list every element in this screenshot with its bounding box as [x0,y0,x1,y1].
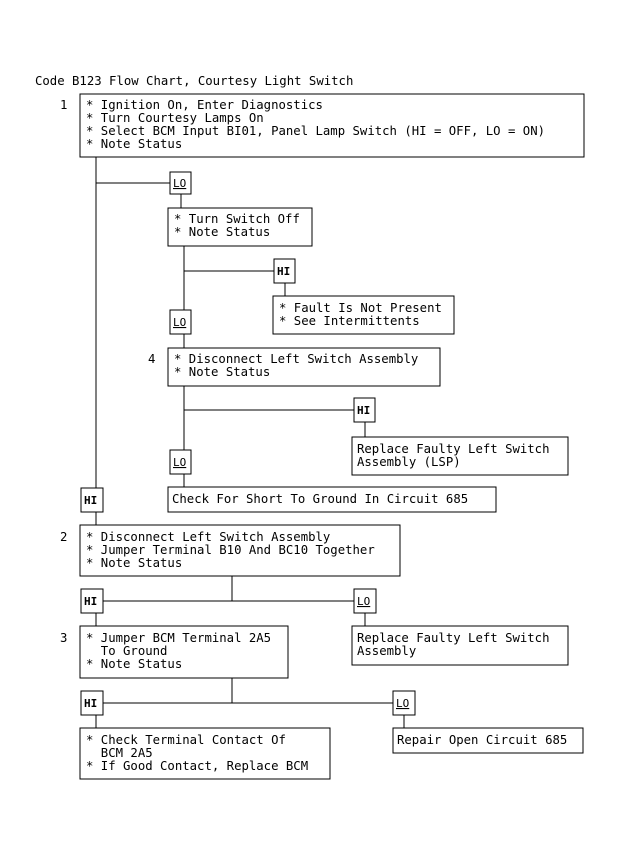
step-number-4: 4 [148,352,155,366]
replace-lsp-line-2: Assembly (LSP) [357,455,461,469]
step-number-2: 2 [60,530,67,544]
step-3-box: * Jumper BCM Terminal 2A5 To Ground * No… [79,625,289,679]
fault-line-1: * Fault Is Not Present [279,301,442,315]
step-3-line-1: * Jumper BCM Terminal 2A5 [86,631,271,645]
lo-text: LO [173,177,186,190]
check-contact-box: * Check Terminal Contact Of BCM 2A5 * If… [79,727,331,780]
step-4-line-2: * Note Status [174,365,270,379]
hi-text: HI [84,697,97,710]
step-1-line-2: * Turn Courtesy Lamps On [86,111,264,125]
chart-title: Code B123 Flow Chart, Courtesy Light Swi… [35,74,353,88]
replace-lsp-box: Replace Faulty Left Switch Assembly (LSP… [351,436,569,476]
replace-assembly-box: Replace Faulty Left Switch Assembly [351,625,569,666]
turn-off-line-1: * Turn Switch Off [174,212,300,226]
step-2-box: * Disconnect Left Switch Assembly * Jump… [79,524,401,577]
replace-assembly-line-2: Assembly [357,644,416,658]
step-3-line-2: To Ground [86,644,167,658]
repair-open-text: Repair Open Circuit 685 [397,733,567,747]
hi-label-step1: HI [80,487,104,513]
hi-label-step2: HI [80,588,104,614]
short-to-ground-box: Check For Short To Ground In Circuit 685 [167,486,497,513]
step-1-box: * Ignition On, Enter Diagnostics * Turn … [79,93,585,158]
replace-assembly-line-1: Replace Faulty Left Switch [357,631,550,645]
turn-off-line-2: * Note Status [174,225,270,239]
hi-label-turn-off: HI [273,258,296,284]
turn-switch-off-box: * Turn Switch Off * Note Status [167,207,313,247]
hi-label-step4: HI [353,397,376,423]
hi-text: HI [277,265,290,278]
hi-text: HI [84,595,97,608]
lo-label-step4: LO [169,449,192,475]
hi-label-step3: HI [80,690,104,716]
step-2-line-2: * Jumper Terminal B10 And BC10 Together [86,543,375,557]
check-contact-line-1: * Check Terminal Contact Of [86,733,286,747]
lo-text: LO [173,316,186,329]
check-contact-line-3: * If Good Contact, Replace BCM [86,759,308,773]
repair-open-box: Repair Open Circuit 685 [392,727,584,754]
fault-not-present-box: * Fault Is Not Present * See Intermitten… [272,295,455,335]
connector-lines [95,157,405,728]
step-4-line-1: * Disconnect Left Switch Assembly [174,352,418,366]
lo-label-step3: LO [392,690,416,716]
fault-line-2: * See Intermittents [279,314,420,328]
step-2-line-3: * Note Status [86,556,182,570]
short-to-ground-text: Check For Short To Ground In Circuit 685 [172,492,468,506]
step-1-line-4: * Note Status [86,137,182,151]
step-number-1: 1 [60,98,67,112]
replace-lsp-line-1: Replace Faulty Left Switch [357,442,550,456]
step-1-line-1: * Ignition On, Enter Diagnostics [86,98,323,112]
lo-label-step1: LO [169,171,192,195]
step-3-line-3: * Note Status [86,657,182,671]
lo-label-turn-off: LO [169,309,192,335]
hi-text: HI [357,404,370,417]
step-number-3: 3 [60,631,67,645]
lo-text: LO [173,456,186,469]
step-4-box: * Disconnect Left Switch Assembly * Note… [167,347,441,387]
lo-label-step2: LO [353,588,377,614]
step-1-line-3: * Select BCM Input BI01, Panel Lamp Swit… [86,124,545,138]
check-contact-line-2: BCM 2A5 [86,746,153,760]
lo-text: LO [357,595,370,608]
step-2-line-1: * Disconnect Left Switch Assembly [86,530,330,544]
hi-text: HI [84,494,97,507]
lo-text: LO [396,697,409,710]
